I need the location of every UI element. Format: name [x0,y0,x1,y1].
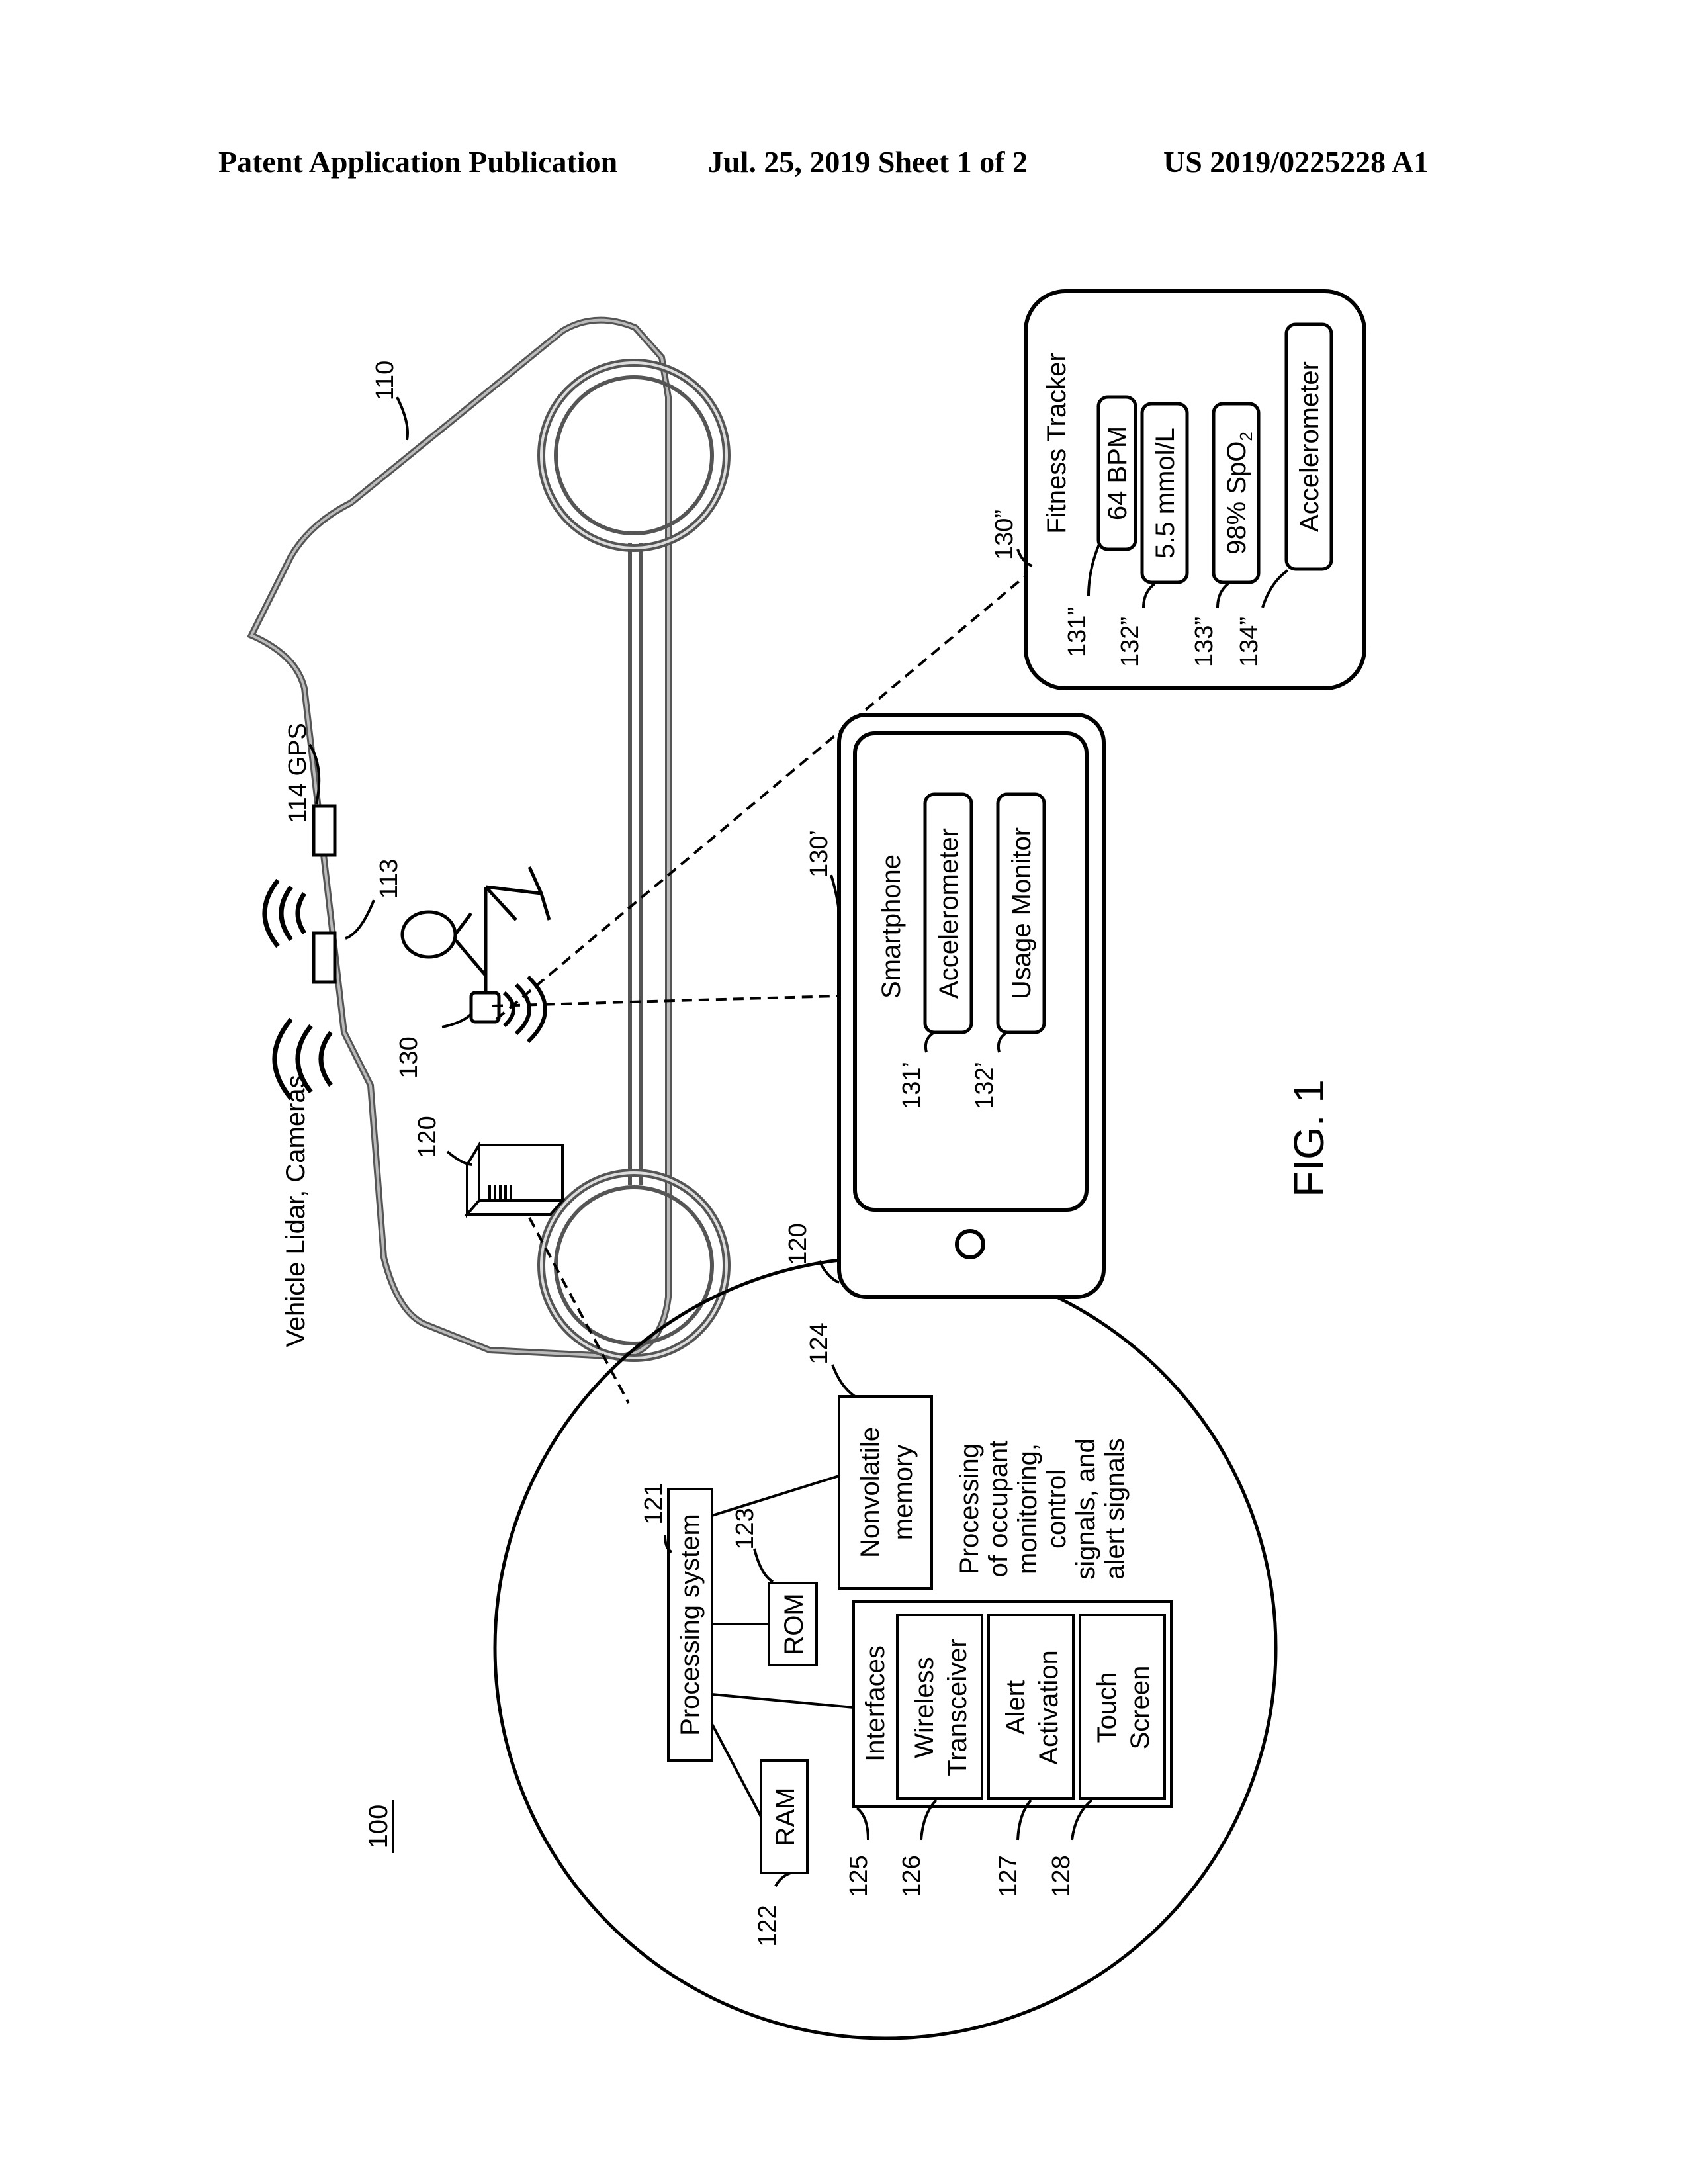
spo2-label-sub: 2 [1236,432,1256,441]
tracker-accelerometer-label: Accelerometer [1295,361,1324,532]
nonvolatile-line1: Nonvolatile [856,1427,885,1558]
alert-activation-box: Alert Activation [989,1615,1073,1799]
occupant-device [471,993,499,1022]
smartphone-accelerometer-ref: 131’ [898,1062,926,1109]
ref-113: 113 [375,859,403,899]
vehicle-ref-leader [397,397,408,440]
occupant-device-waves [504,977,545,1042]
ref-123-leader [754,1549,773,1582]
ram-label: RAM [771,1788,800,1846]
fitness-tracker-title: Fitness Tracker [1042,353,1071,533]
processing-note-line: signals, and [1071,1438,1100,1579]
spo2-label: 98% SpO2 [1222,432,1256,555]
occupant-figure [402,867,549,1006]
alert-line2: Activation [1034,1650,1063,1764]
occupant-device-leader [442,1014,471,1027]
ref-113-leader [345,900,374,938]
front-wheel [541,363,727,548]
figure-caption: FIG. 1 [1285,1079,1333,1197]
nonvolatile-memory-box: Nonvolatile memory [839,1396,932,1588]
tracker-accelerometer-ref: 134” [1235,617,1263,667]
ref-128: 128 [1048,1855,1075,1897]
computer-tower [467,1145,562,1214]
ref-126: 126 [898,1855,926,1897]
vehicle-label: Vehicle Lidar, Cameras [281,1075,310,1347]
processing-note: Processing of occupant monitoring, contr… [955,1438,1130,1579]
processing-note-line: Processing [955,1443,984,1574]
smartphone-usage-monitor-label: Usage Monitor [1007,827,1036,999]
wireless-line2: Transceiver [943,1639,972,1776]
ref-127: 127 [995,1855,1022,1897]
lidar-waves-front [265,880,304,946]
ram-box: RAM [761,1760,807,1873]
smartphone-title: Smartphone [877,854,906,999]
computer-detail-leader [819,1261,839,1283]
ref-121: 121 [640,1482,668,1524]
system-ref-label: 100 [364,1805,393,1849]
ref-122-leader [776,1873,791,1886]
computer-ref: 120 [414,1116,441,1158]
touch-line1: Touch [1092,1672,1122,1743]
spo2-ref: 133” [1190,617,1218,667]
rom-box: ROM [769,1583,817,1665]
wireless-line1: Wireless [910,1657,939,1758]
spo2-label-main: 98% SpO [1222,441,1251,555]
alert-line1: Alert [1001,1680,1030,1735]
processing-note-line: alert signals [1100,1438,1130,1579]
interfaces-label: Interfaces [861,1645,890,1762]
touch-line2: Screen [1126,1666,1155,1750]
processing-note-line: monitoring, [1013,1443,1042,1574]
processing-system-box: Processing system [668,1489,712,1760]
nonvolatile-line2: memory [889,1445,918,1540]
lidar-sensor [314,933,335,982]
ref-125-leader [857,1808,868,1840]
processing-note-line: of occupant [984,1441,1013,1578]
fitness-tracker-ref: 130” [991,510,1018,560]
ref-125: 125 [845,1855,873,1897]
ref-124: 124 [805,1322,833,1364]
vehicle-ref: 110 [371,361,399,401]
bpm-label: 64 BPM [1103,426,1132,520]
gps-sensor [314,806,335,855]
touch-screen-box: Touch Screen [1080,1615,1165,1799]
glucose-label: 5.5 mmol/L [1151,428,1180,559]
processing-system-label: Processing system [676,1514,705,1736]
computer-detail-ref: 120 [784,1223,812,1265]
ref-123: 123 [731,1508,759,1549]
rom-label: ROM [780,1593,809,1655]
smartphone-ref: 130’ [805,830,833,878]
rear-wheel [541,1173,727,1358]
glucose-ref: 132” [1116,617,1144,667]
ref-122: 122 [754,1905,781,1946]
processing-note-line: control [1042,1469,1071,1549]
smartphone-accelerometer-label: Accelerometer [934,828,963,999]
ref-124-leader [832,1365,855,1396]
occupant-device-ref: 130 [395,1036,423,1078]
smartphone: Smartphone Accelerometer Usage Monitor [839,715,1104,1297]
system-ref: 100 [364,1800,393,1853]
smartphone-usage-monitor-ref: 132’ [971,1062,999,1109]
wireless-transceiver-box: Wireless Transceiver [897,1615,982,1799]
bpm-ref: 131” [1063,607,1091,657]
gps-label: 114 GPS [284,723,312,823]
